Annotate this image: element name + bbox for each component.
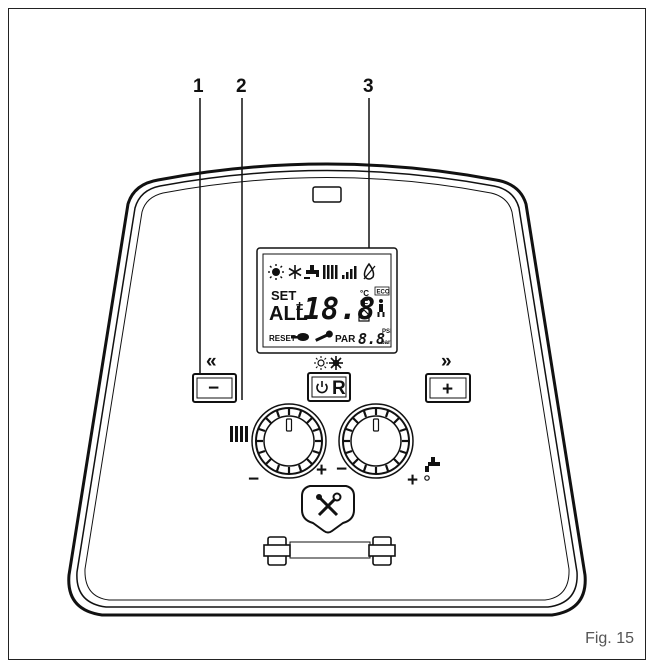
plus-button-label: + [442, 379, 453, 400]
lcd-display: SET ALL ± 18.8 °C °F ECO RESET PAR 8.8 P… [256, 247, 398, 354]
wrench-icon [315, 330, 333, 342]
lcd-set-label: SET [271, 288, 296, 303]
minus-button[interactable]: − [192, 373, 237, 403]
lcd-eco-box [374, 286, 390, 296]
bottom-latch [263, 536, 396, 566]
top-slot [312, 186, 342, 203]
dhw-knob-indicator [372, 418, 380, 432]
figure-caption: Fig. 15 [585, 630, 634, 647]
radiator-symbol-icon [230, 426, 248, 442]
service-wrench-icon [316, 492, 342, 517]
person-icon [377, 299, 385, 317]
rewind-icon: « [206, 351, 217, 372]
plus-button[interactable]: + [425, 373, 471, 403]
lcd-reset-label: RESET [269, 334, 296, 343]
panel-outline [67, 162, 587, 617]
dhw-temperature-knob[interactable] [338, 403, 414, 479]
lcd-all-label: ALL [269, 303, 308, 325]
winter-mode-icon [329, 356, 343, 370]
lcd-bar-label: bar [381, 340, 391, 346]
reset-r-label: R [332, 378, 346, 399]
house-icon [358, 309, 370, 322]
lcd-unit-celsius: °C [360, 289, 369, 298]
callout-1: 1 [193, 76, 204, 97]
heating-knob-plus: + [316, 460, 327, 481]
lcd-par-label: PAR [335, 334, 356, 345]
tap-symbol-icon [424, 457, 440, 481]
radiator-icon [323, 265, 338, 279]
on-off-reset-button[interactable]: R [307, 372, 351, 402]
lcd-eco-label: ECO [377, 290, 390, 296]
heating-knob-minus: − [248, 469, 259, 490]
lcd-unit-fahrenheit: °F [360, 299, 368, 308]
dhw-knob-plus: + [407, 470, 418, 491]
tap-icon [304, 265, 319, 279]
dhw-knob-minus: − [336, 459, 347, 480]
forward-icon: » [441, 351, 452, 372]
callout-2: 2 [236, 76, 247, 97]
figure-frame [8, 8, 646, 660]
lcd-par-value: 8.8 [358, 330, 385, 348]
service-connector[interactable] [301, 485, 355, 534]
heating-temperature-knob[interactable] [251, 403, 327, 479]
lcd-plus-minus-sign: ± [296, 298, 303, 313]
flame-icon [363, 262, 376, 280]
lcd-psi-label: PSI [382, 329, 392, 335]
power-icon [316, 381, 328, 394]
summer-mode-icon [314, 356, 328, 370]
minus-button-label: − [208, 378, 219, 399]
hand-icon [291, 333, 309, 341]
callout-3: 3 [363, 76, 374, 97]
heating-knob-indicator [285, 418, 293, 432]
signal-bars-icon [342, 266, 357, 279]
sun-icon [268, 264, 284, 280]
snowflake-icon [288, 265, 302, 279]
